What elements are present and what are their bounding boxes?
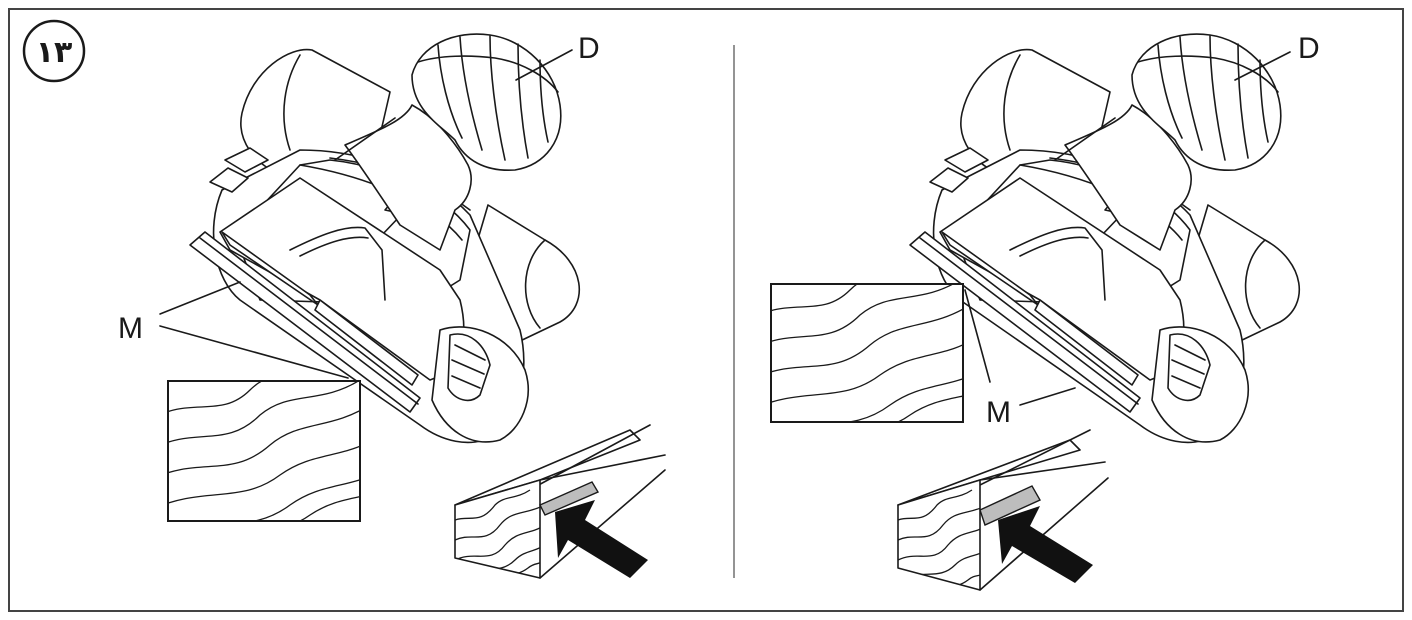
leader-m-left-2 bbox=[159, 325, 349, 379]
label-d-left: D bbox=[578, 32, 600, 65]
right-panel: D M bbox=[770, 32, 1320, 591]
leader-m-left-1 bbox=[159, 281, 241, 315]
leader-d-right bbox=[1234, 51, 1291, 81]
label-d-right: D bbox=[1298, 32, 1320, 65]
leader-m-right-2 bbox=[1019, 387, 1076, 406]
wood-block-right bbox=[897, 429, 1109, 591]
left-panel: ١٣ D M bbox=[22, 19, 666, 579]
arrow-right bbox=[998, 506, 1093, 583]
wood-grain-box-left bbox=[167, 380, 361, 522]
wood-block-left bbox=[454, 424, 666, 579]
arrow-left bbox=[555, 500, 648, 578]
badge-circle bbox=[22, 19, 86, 83]
label-m-left: M bbox=[118, 312, 143, 345]
chamfer-highlight-left bbox=[539, 481, 600, 516]
figure-number-badge: ١٣ bbox=[22, 19, 86, 83]
planer-right bbox=[909, 33, 1301, 444]
wood-grain-box-right bbox=[770, 283, 964, 423]
leader-d-left bbox=[515, 49, 573, 81]
label-m-right: M bbox=[986, 396, 1011, 429]
leader-m-right-1 bbox=[964, 289, 991, 383]
figure-number: ١٣ bbox=[36, 35, 73, 70]
chamfer-highlight-right bbox=[979, 485, 1041, 526]
